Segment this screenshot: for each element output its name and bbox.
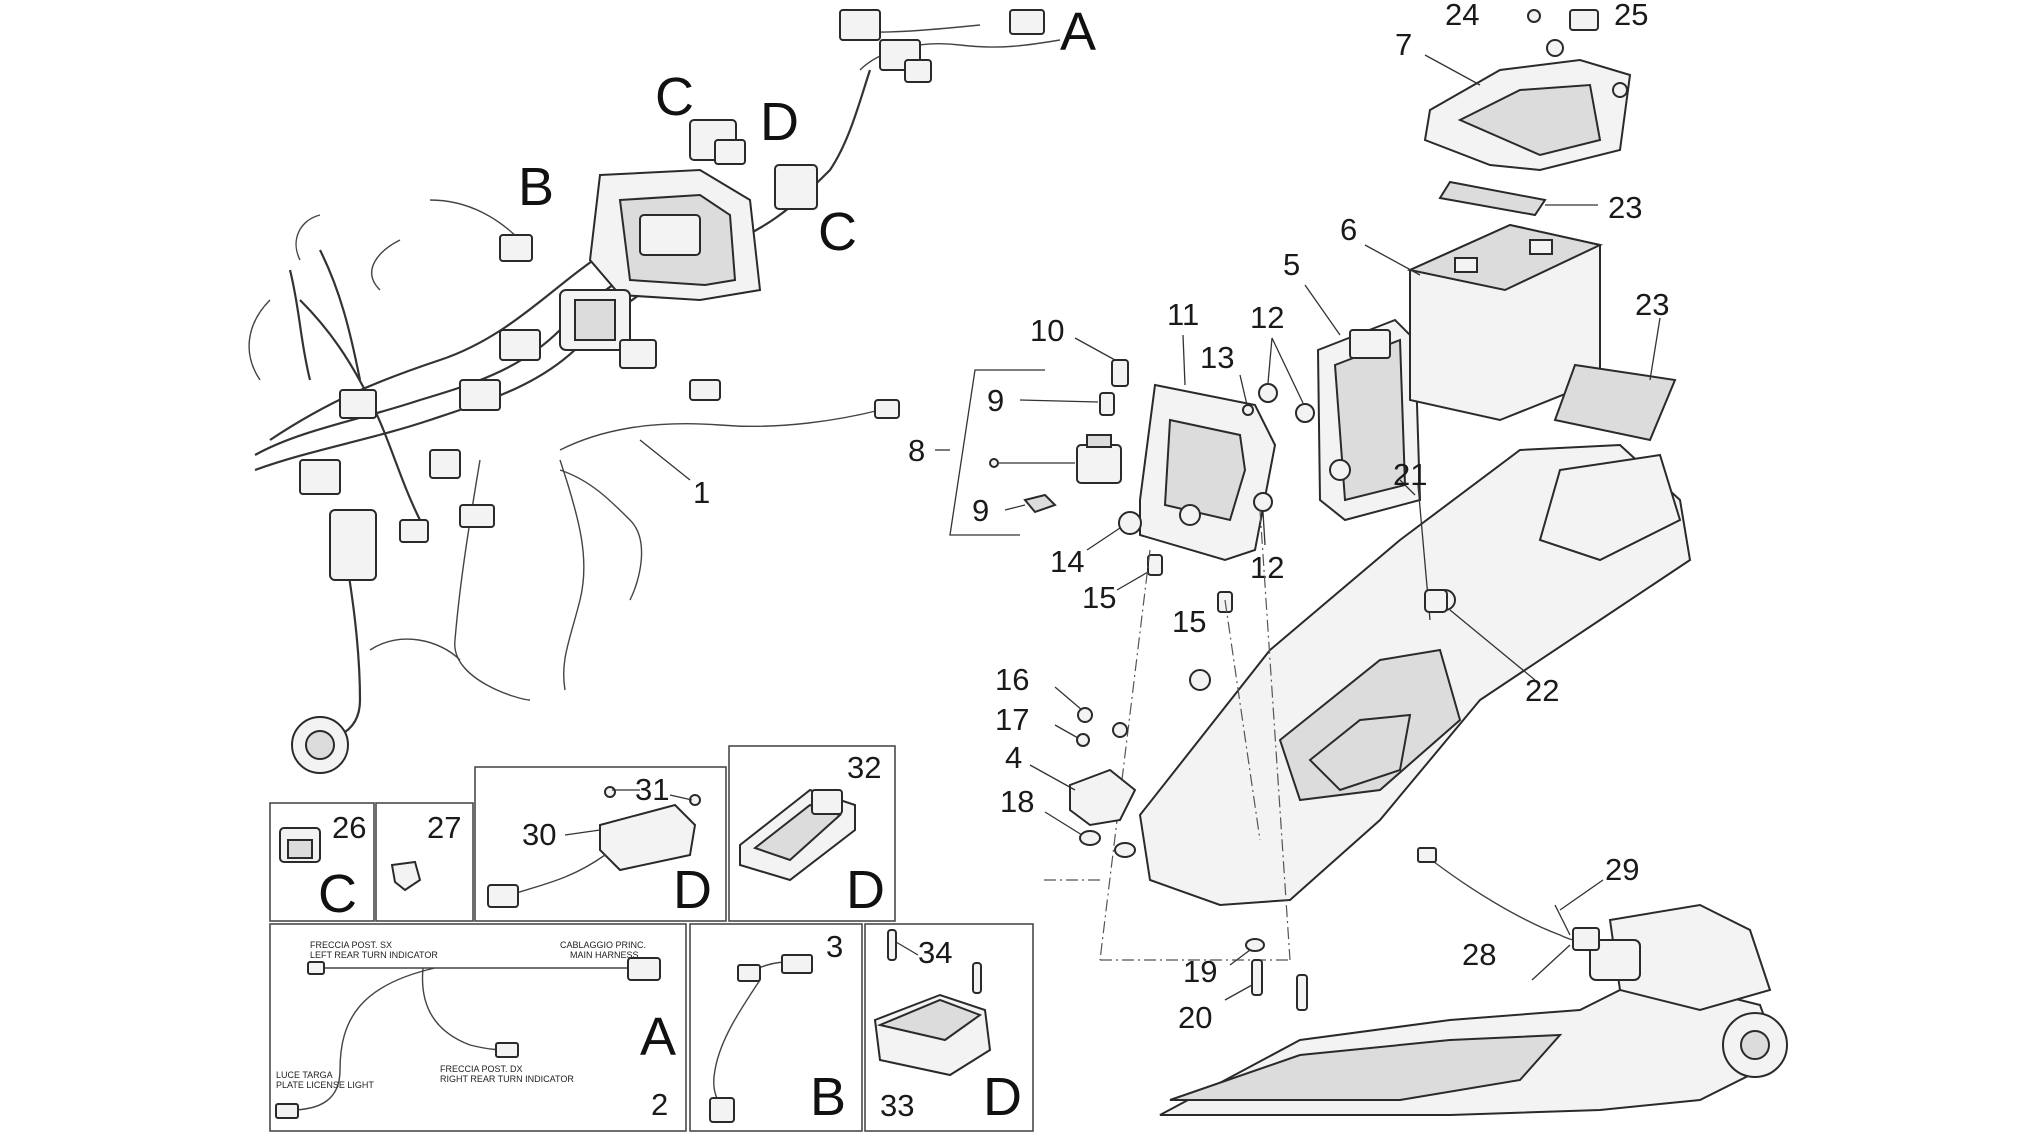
box-26-letter: C	[318, 864, 357, 924]
callout-4: 4	[1005, 740, 1022, 775]
callout-33: 33	[880, 1088, 914, 1123]
screw-34-left	[887, 929, 897, 961]
leader-1	[639, 439, 691, 481]
label-freccia-sx-sub: LEFT REAR TURN INDICATOR	[310, 950, 438, 960]
callout-31: 31	[635, 772, 669, 807]
screw-13	[1242, 404, 1254, 416]
damper-14	[1118, 511, 1142, 535]
inset-box-27	[375, 802, 474, 922]
rubber-22	[1424, 589, 1448, 613]
callout-25: 25	[1614, 0, 1648, 32]
callout-1: 1	[693, 475, 710, 510]
clip-25	[1569, 9, 1599, 31]
callout-9-bottom: 9	[972, 493, 989, 528]
inset-box-2	[269, 923, 687, 1132]
label-luce-targa-sub: PLATE LICENSE LIGHT	[276, 1080, 374, 1090]
box-2-letter: A	[640, 1007, 676, 1067]
callout-22: 22	[1525, 673, 1559, 708]
battery-pad-23-top	[1438, 180, 1547, 217]
harness-3	[713, 961, 811, 1101]
callout-18: 18	[1000, 784, 1034, 819]
callout-8: 8	[908, 433, 925, 468]
inset-box-3	[689, 923, 863, 1132]
main-wiring-harness	[248, 9, 1061, 774]
callout-23-side: 23	[1635, 287, 1669, 322]
callout-3: 3	[826, 929, 843, 964]
nut-16-right	[1112, 722, 1128, 738]
callout-30: 30	[522, 817, 556, 852]
connector-letter-b: B	[518, 157, 554, 217]
inset-box-26	[269, 802, 375, 922]
screw-34-right	[972, 962, 982, 994]
box-30-letter: D	[673, 860, 712, 920]
rubber-mount-12-mid	[1295, 403, 1315, 423]
spacer-15-left	[1147, 554, 1163, 576]
callout-10: 10	[1030, 313, 1064, 348]
inset-box-32	[728, 745, 896, 922]
group-8-bracket	[949, 369, 1045, 536]
label-cablaggio-sub: MAIN HARNESS	[570, 950, 639, 960]
callout-12-top: 12	[1250, 300, 1284, 335]
nut-16	[1077, 707, 1093, 723]
screw-20-right	[1296, 974, 1308, 1011]
rubber-mount-12-bottom	[1253, 492, 1273, 512]
fuse-part-9-top	[1099, 392, 1115, 416]
module-30	[599, 803, 697, 872]
callout-12-bottom: 12	[1250, 550, 1284, 585]
label-luce-targa: LUCE TARGA	[276, 1070, 333, 1080]
washer-18	[1079, 830, 1101, 846]
box-33-letter: D	[983, 1067, 1022, 1127]
callout-20: 20	[1178, 1000, 1212, 1035]
callout-19: 19	[1183, 954, 1217, 989]
battery-pad-23-side	[1553, 363, 1677, 442]
callout-29: 29	[1605, 852, 1639, 887]
callout-2: 2	[651, 1087, 668, 1122]
fuse-part-10	[1111, 359, 1129, 387]
label-freccia-dx: FRECCIA POST. DX	[440, 1064, 523, 1074]
callout-28: 28	[1462, 937, 1496, 972]
callout-27: 27	[427, 810, 461, 845]
relay	[1076, 444, 1122, 484]
callout-7: 7	[1395, 27, 1412, 62]
box-32-letter: D	[846, 860, 885, 920]
callout-11: 11	[1167, 297, 1199, 332]
label-freccia-sx: FRECCIA POST. SX	[310, 940, 392, 950]
connector-letter-c-right: C	[818, 202, 857, 262]
fuse-part-27	[390, 860, 422, 892]
callout-24: 24	[1445, 0, 1479, 32]
callout-17: 17	[995, 702, 1029, 737]
callout-14: 14	[1050, 544, 1084, 579]
speed-sensor-28	[1572, 927, 1600, 951]
inset-box-33	[864, 923, 1034, 1132]
rubber-mount-12-top	[1258, 383, 1278, 403]
inset-box-30	[474, 766, 727, 922]
fuse-part-9-bottom	[1023, 493, 1057, 514]
callout-23-top: 23	[1608, 190, 1642, 225]
callout-16: 16	[995, 662, 1029, 697]
callout-21: 21	[1393, 457, 1427, 492]
connector-letter-c-top: C	[655, 67, 694, 127]
connector-letter-a: A	[1060, 2, 1096, 62]
washer-19	[1245, 938, 1265, 952]
callout-9-top: 9	[987, 383, 1004, 418]
callout-15-left: 15	[1082, 580, 1116, 615]
box-3-letter: B	[810, 1067, 846, 1127]
connector-letter-d-top: D	[760, 92, 799, 152]
callout-5: 5	[1283, 247, 1300, 282]
washer-17	[1076, 733, 1090, 747]
label-cablaggio: CABLAGGIO PRINC.	[560, 940, 646, 950]
callout-6: 6	[1340, 212, 1357, 247]
callout-15-right: 15	[1172, 604, 1206, 639]
screw-20-left	[1251, 959, 1263, 996]
bracket-4	[1069, 768, 1137, 827]
callout-32: 32	[847, 750, 881, 785]
callout-26: 26	[332, 810, 366, 845]
screw-24	[1527, 9, 1541, 23]
callout-34: 34	[918, 935, 952, 970]
callout-13: 13	[1200, 340, 1234, 375]
label-freccia-dx-sub: RIGHT REAR TURN INDICATOR	[440, 1074, 574, 1084]
